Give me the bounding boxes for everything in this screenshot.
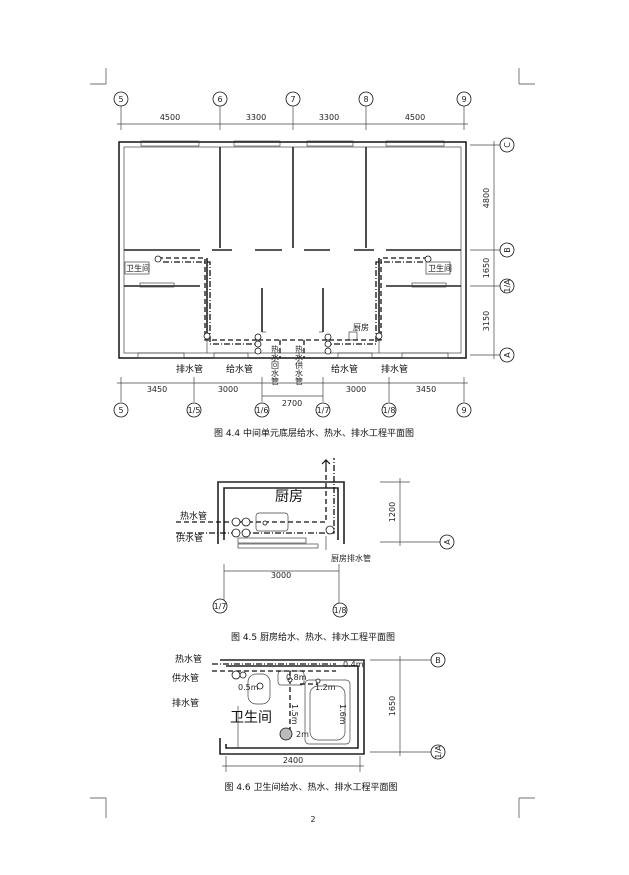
right-dimension-line — [470, 141, 500, 359]
top-axis-5: 9 — [461, 95, 466, 104]
bathroom-drain-pipe-label: 排水管 — [172, 697, 199, 709]
bathroom-pipes — [212, 663, 336, 741]
kitchen-pipes — [176, 458, 335, 538]
crop-marks — [90, 68, 535, 818]
kitchen-axis-a: A — [443, 539, 452, 545]
hot-supply-pipe-label: 热水供水管 — [295, 344, 304, 386]
kitchen-axis-a-bubble — [439, 534, 455, 550]
bathroom-room-label: 卫生间 — [230, 710, 272, 726]
bathroom-hot-pipe-label: 热水管 — [175, 653, 202, 665]
top-dim-3: 3300 — [319, 113, 339, 122]
figure2-caption: 图 4.5 厨房给水、热水、排水工程平面图 — [231, 631, 395, 643]
bottom-axis-1: 5 — [118, 406, 123, 415]
height-12: 1.2m — [315, 683, 336, 692]
supply-pipe-right-label: 给水管 — [331, 363, 358, 375]
page-number: 2 — [310, 815, 315, 824]
kitchen-width-dim: 3000 — [271, 571, 291, 580]
right-axis-bubbles — [499, 137, 515, 363]
bottom-dim-1: 3450 — [147, 385, 167, 394]
bottom-dim-3: 3000 — [346, 385, 366, 394]
floor-plan-pipes — [158, 257, 428, 358]
bathroom-axis-1a-bubble — [430, 744, 446, 760]
bathroom-width-dim: 2400 — [283, 756, 303, 765]
figure1-caption: 图 4.4 中间单元底层给水、热水、排水工程平面图 — [214, 427, 414, 439]
bathroom-left-label: 卫生间 — [126, 263, 150, 273]
bottom-wall-details — [124, 261, 451, 359]
kitchen-hot-pipe-label: 热水管 — [180, 510, 207, 522]
bottom-axis-4: 1/7 — [317, 406, 330, 415]
top-dim-1: 4500 — [160, 113, 180, 122]
top-axis-1: 5 — [118, 95, 123, 104]
top-axis-2: 6 — [217, 95, 222, 104]
kitchen-axis-left-bubble — [212, 598, 228, 614]
kitchen-axis-left: 1/7 — [214, 602, 227, 611]
figure3-caption: 图 4.6 卫生间给水、热水、排水工程平面图 — [224, 781, 397, 793]
figure-bathroom-plan: 热水管 供水管 排水管 卫生间 0.4m 0.5m 0.8m 1.2m 1.5m… — [172, 652, 446, 793]
kitchen-axis-right-bubble — [332, 602, 348, 618]
bathroom-fixtures — [237, 670, 351, 748]
drain-pipe-left-label: 排水管 — [176, 363, 203, 375]
kitchen-label: 厨房 — [353, 322, 369, 332]
bottom-axis-bubbles — [113, 402, 472, 418]
bathroom-height-dim: 1650 — [388, 696, 397, 716]
drain-pipe-right-label: 排水管 — [381, 363, 408, 375]
bathroom-supply-pipe-label: 供水管 — [172, 672, 199, 684]
right-axis-a: A — [503, 352, 512, 358]
height-08: 0.8m — [286, 673, 307, 682]
kitchen-drain-pipe-label: 厨房排水管 — [331, 553, 371, 563]
kitchen-axis-right: 1/8 — [334, 606, 347, 615]
height-05: 0.5m — [238, 683, 259, 692]
kitchen-height-dim: 1200 — [388, 502, 397, 522]
bottom-mid-dim: 2700 — [282, 399, 302, 408]
height-16: 1.6m — [338, 704, 347, 725]
kitchen-room-label: 厨房 — [275, 489, 303, 505]
top-axis-bubbles: 5 6 7 8 9 — [113, 91, 472, 107]
height-04: 0.4m — [343, 660, 364, 669]
bathroom-right-label: 卫生间 — [428, 263, 452, 273]
top-dimension-line — [117, 106, 468, 130]
top-axis-3: 7 — [290, 95, 295, 104]
kitchen-fixtures — [223, 512, 340, 604]
right-axis-1a: 1/A — [503, 279, 512, 293]
top-axis-4: 8 — [363, 95, 368, 104]
bottom-axis-6: 9 — [461, 406, 466, 415]
bathroom-axis-b-bubble — [430, 652, 446, 668]
kitchen-right-dim — [380, 478, 440, 546]
bathroom-bottom-dim — [222, 756, 364, 772]
bathroom-axis-b: B — [435, 656, 441, 665]
hot-return-pipe-label: 热水回水管 — [271, 344, 280, 386]
right-dim-2: 1650 — [482, 258, 491, 278]
right-axis-c: C — [503, 142, 512, 148]
kitchen-walls — [217, 481, 345, 544]
fixture-circles — [154, 255, 432, 355]
height-15: 1.5m — [290, 704, 299, 725]
figure-floor-plan: 5 6 7 8 9 4500 3300 3300 4500 — [113, 91, 515, 439]
right-dim-1: 4800 — [482, 188, 491, 208]
top-dim-2: 3300 — [246, 113, 266, 122]
bottom-dim-4: 3450 — [416, 385, 436, 394]
interior-walls — [124, 147, 461, 335]
right-dim-3: 3150 — [482, 311, 491, 331]
bottom-dim-2: 3000 — [218, 385, 238, 394]
kitchen-supply-pipe-label: 供水管 — [176, 532, 203, 544]
right-axis-b: B — [503, 247, 512, 253]
top-dim-4: 4500 — [405, 113, 425, 122]
height-2: 2m — [296, 730, 309, 739]
top-windows — [140, 140, 445, 147]
bottom-dimension-line — [117, 377, 468, 402]
supply-pipe-left-label: 给水管 — [226, 363, 253, 375]
bathroom-right-dim — [370, 656, 440, 756]
bottom-axis-2: 1/5 — [188, 406, 201, 415]
figure-kitchen-plan: 厨房 热水管 供水管 厨房排水管 3000 1200 A 1/7 1/8 图 4… — [176, 458, 455, 643]
bottom-axis-3: 1/6 — [256, 406, 269, 415]
bathroom-axis-1a: 1/A — [434, 745, 443, 759]
bottom-axis-5: 1/8 — [383, 406, 396, 415]
bathroom-walls — [219, 659, 365, 755]
